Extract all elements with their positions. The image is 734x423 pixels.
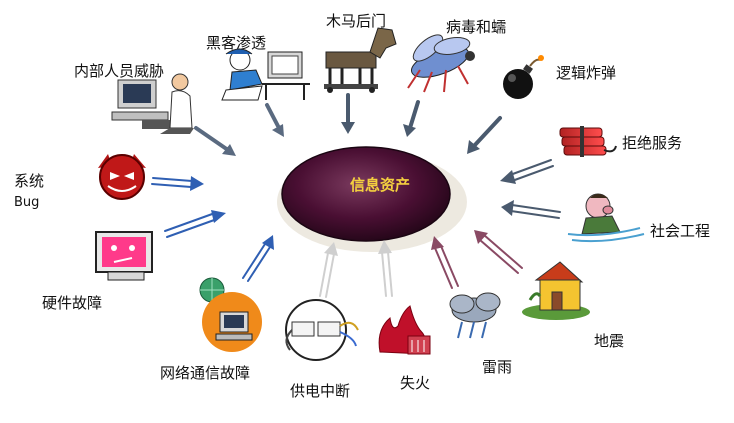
label-network: 网络通信故障: [160, 364, 251, 382]
hacker-icon: [221, 48, 310, 101]
bomb-icon: [503, 55, 544, 99]
label-bug-line1: 系统: [14, 172, 45, 190]
trojan-horse-icon: [324, 27, 397, 93]
house-quake-icon: [522, 261, 590, 320]
label-fire: 失火: [400, 374, 431, 392]
bug-devil-icon: [98, 154, 146, 200]
broken-monitor-icon: [95, 231, 153, 281]
label-logic-bomb: 逻辑炸弹: [556, 64, 617, 82]
arrow-social: [501, 200, 561, 219]
label-social: 社会工程: [650, 222, 711, 240]
dynamite-icon: [559, 126, 617, 157]
label-virus: 病毒和蠕: [446, 18, 507, 36]
label-power: 供电中断: [290, 382, 351, 400]
label-hacker: 黑客渗透: [206, 34, 267, 52]
arrow-virus: [403, 100, 420, 137]
label-storm: 雷雨: [482, 358, 513, 376]
label-trojan: 木马后门: [326, 12, 387, 30]
virus-worm-icon: [407, 34, 475, 93]
arrow-fire: [378, 240, 393, 297]
arrow-network: [242, 235, 274, 282]
storm-cloud-icon: [449, 292, 501, 339]
arrow-insider: [194, 126, 236, 156]
label-hardware: 硬件故障: [42, 294, 103, 312]
center-asset-label: 信息资产: [349, 176, 410, 194]
arrow-quake: [474, 230, 523, 274]
arrow-storm: [431, 236, 459, 289]
arrow-hacker: [265, 103, 284, 137]
arrow-power: [319, 242, 338, 298]
power-plug-icon: [285, 299, 359, 361]
label-quake: 地震: [594, 332, 625, 350]
arrow-bug: [151, 176, 204, 191]
insider-computer-icon: [111, 73, 194, 134]
arrows: [151, 93, 561, 298]
label-dos: 拒绝服务: [622, 134, 683, 152]
label-insider: 内部人员威胁: [74, 62, 165, 80]
label-bug-line2: Bug: [14, 196, 40, 210]
arrow-logic-bomb: [467, 116, 502, 154]
arrow-hardware: [164, 210, 226, 238]
fire-icon: [378, 305, 431, 355]
arrow-trojan: [341, 93, 355, 134]
network-icon: [199, 277, 262, 352]
center-asset: [277, 146, 467, 252]
arrow-dos: [500, 159, 554, 184]
social-engineer-icon: [567, 193, 645, 243]
